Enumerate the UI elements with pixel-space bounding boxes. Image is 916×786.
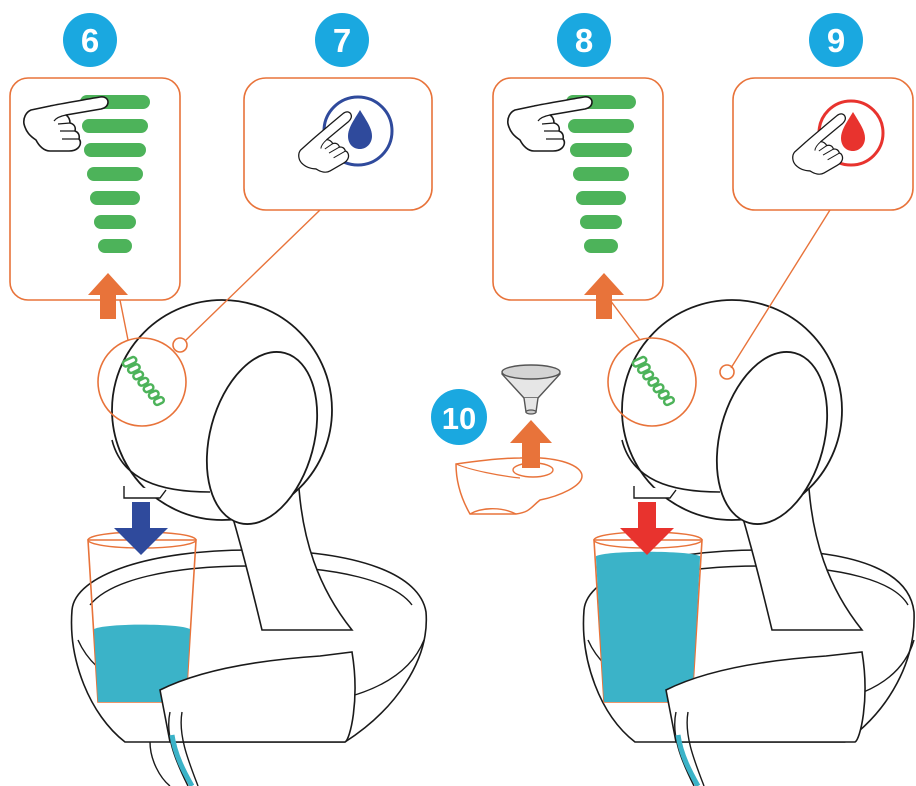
step-badge-8: 8 [557,13,611,67]
left-machine [72,300,427,786]
callout-box-step-9 [733,78,913,210]
step-badge-7: 7 [315,13,369,67]
step-number: 10 [442,401,476,436]
step-badge-10: 10 [431,389,487,445]
step-badge-9: 9 [809,13,863,67]
callout-box-step-8 [493,78,663,319]
step-number: 8 [575,22,593,59]
step-number: 7 [333,22,351,59]
cup-water-fill [596,552,700,702]
step-number: 9 [827,22,845,59]
button-callout-ring [173,338,187,352]
step-number: 6 [81,22,99,59]
right-machine [583,300,914,786]
capsule-holder-icon [502,365,560,414]
callout-box-step-7 [244,78,432,210]
callout-box-step-6 [10,78,180,319]
step-badge-6: 6 [63,13,117,67]
